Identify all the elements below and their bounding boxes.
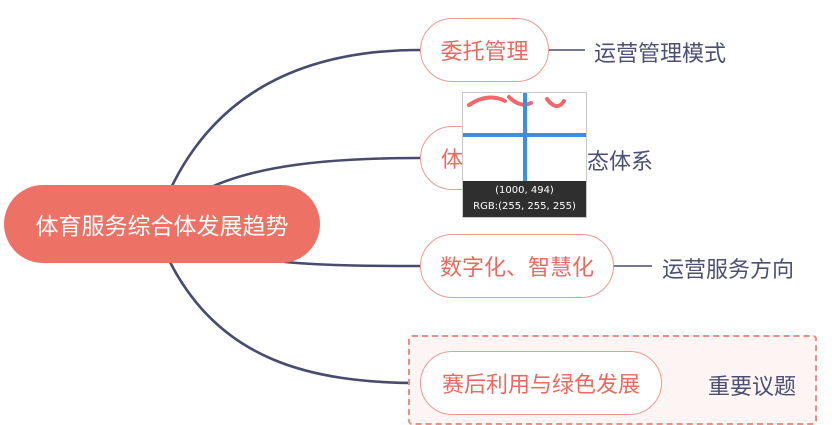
leaf-topic-2[interactable]: 态体系 [587, 150, 654, 175]
branch-topic-1[interactable]: 委托管理 [420, 18, 549, 82]
picker-coordinates: (1000, 494) [495, 185, 554, 196]
connector-to-branch-2 [203, 156, 422, 192]
leaf-topic-4[interactable]: 重要议题 [708, 375, 797, 400]
picker-readout: (1000, 494) RGB:(255, 255, 255) [463, 181, 586, 217]
picker-rgb-value: RGB:(255, 255, 255) [473, 201, 576, 212]
magnified-preview [463, 93, 586, 181]
branch-topic-3[interactable]: 数字化、智慧化 [420, 234, 614, 298]
connector-to-branch-3 [283, 260, 422, 268]
leaf-topic-1[interactable]: 运营管理模式 [594, 42, 727, 67]
branch-topic-4[interactable]: 赛后利用与绿色发展 [420, 351, 662, 415]
leaf-topic-3[interactable]: 运营服务方向 [662, 258, 795, 283]
zoomed-stroke-1 [467, 95, 507, 107]
crosshair-vertical [523, 93, 527, 181]
zoomed-stroke-2 [507, 95, 533, 107]
zoomed-stroke-3 [545, 97, 566, 108]
root-topic[interactable]: 体育服务综合体发展趋势 [4, 185, 320, 263]
color-picker-magnifier: (1000, 494) RGB:(255, 255, 255) [462, 92, 587, 218]
connector-to-branch-1 [168, 48, 422, 192]
connector-to-branch-4 [168, 260, 422, 385]
